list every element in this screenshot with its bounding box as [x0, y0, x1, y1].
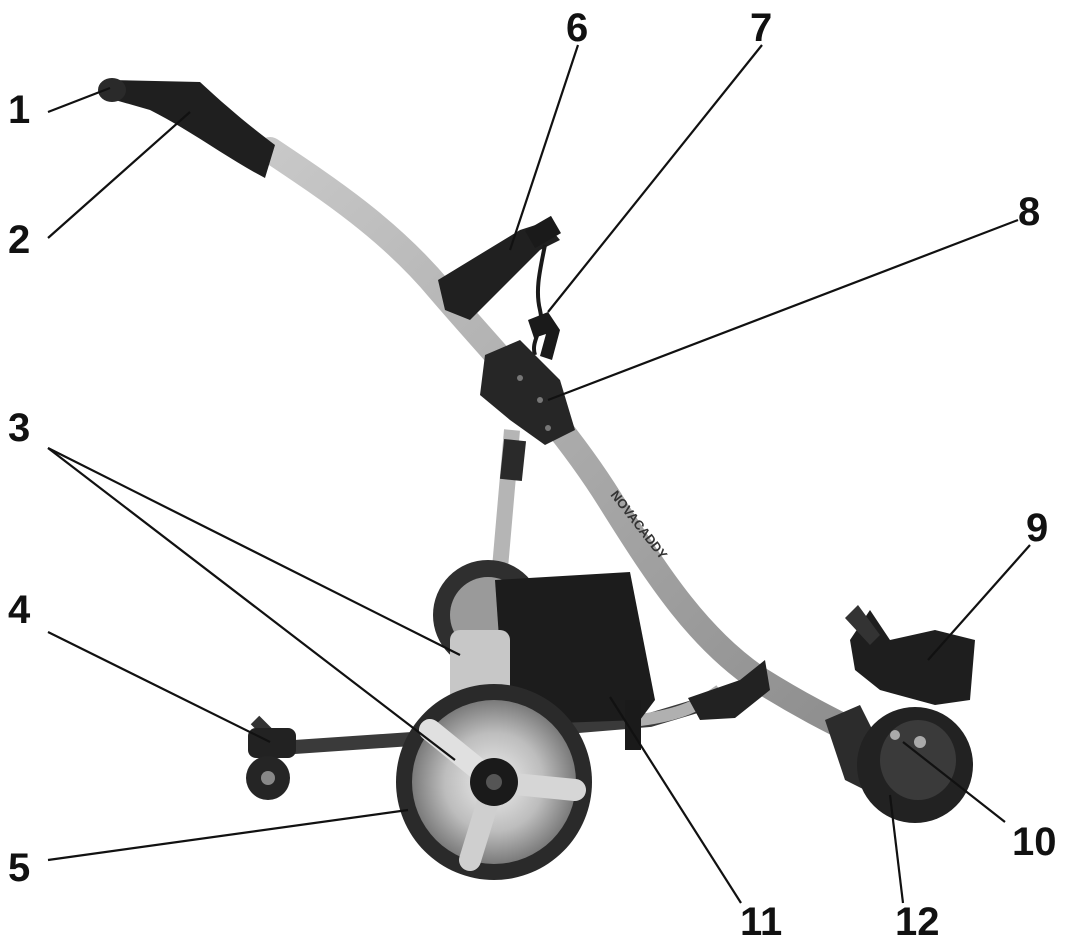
front-wheel-axle	[914, 736, 926, 748]
battery-bag	[495, 572, 655, 725]
callout-7: 7	[750, 6, 773, 50]
front-wheel-face	[880, 720, 956, 800]
leader-8	[547, 218, 1019, 402]
folding-joint	[480, 340, 575, 445]
strut-collar	[499, 438, 527, 482]
callout-1: 1	[8, 88, 31, 132]
leader-1	[47, 86, 111, 114]
callout-8: 8	[1018, 190, 1041, 234]
callout-2: 2	[8, 218, 31, 262]
callout-3: 3	[8, 406, 31, 450]
callout-12: 12	[895, 900, 940, 944]
leader-5	[47, 808, 409, 862]
leader-6	[508, 44, 580, 251]
callout-9: 9	[1026, 506, 1049, 550]
bag-support-clip	[845, 605, 880, 645]
holder-clip	[525, 215, 561, 249]
leader-10	[902, 741, 1006, 823]
handle-end-cap	[98, 78, 126, 102]
callout-11: 11	[740, 900, 783, 944]
leader-12	[888, 794, 905, 904]
callout-10: 10	[1012, 820, 1057, 864]
leader-3b	[47, 447, 456, 761]
callout-6: 6	[566, 6, 589, 50]
leader-2	[47, 111, 191, 239]
callout-4: 4	[8, 588, 31, 632]
callout-5: 5	[8, 846, 31, 890]
handle-grip	[110, 80, 275, 178]
leader-11	[609, 696, 742, 904]
leader-3a	[47, 447, 461, 656]
leader-4	[47, 631, 271, 743]
leader-lines	[47, 44, 1031, 904]
leader-7	[547, 44, 763, 313]
anti-tip-block	[248, 728, 296, 758]
cable-plug	[528, 312, 560, 360]
leader-9	[927, 544, 1031, 661]
power-cable	[531, 244, 547, 356]
scorecard-holder	[438, 222, 560, 320]
bag-support	[850, 610, 975, 705]
tube-clamp	[688, 660, 770, 720]
